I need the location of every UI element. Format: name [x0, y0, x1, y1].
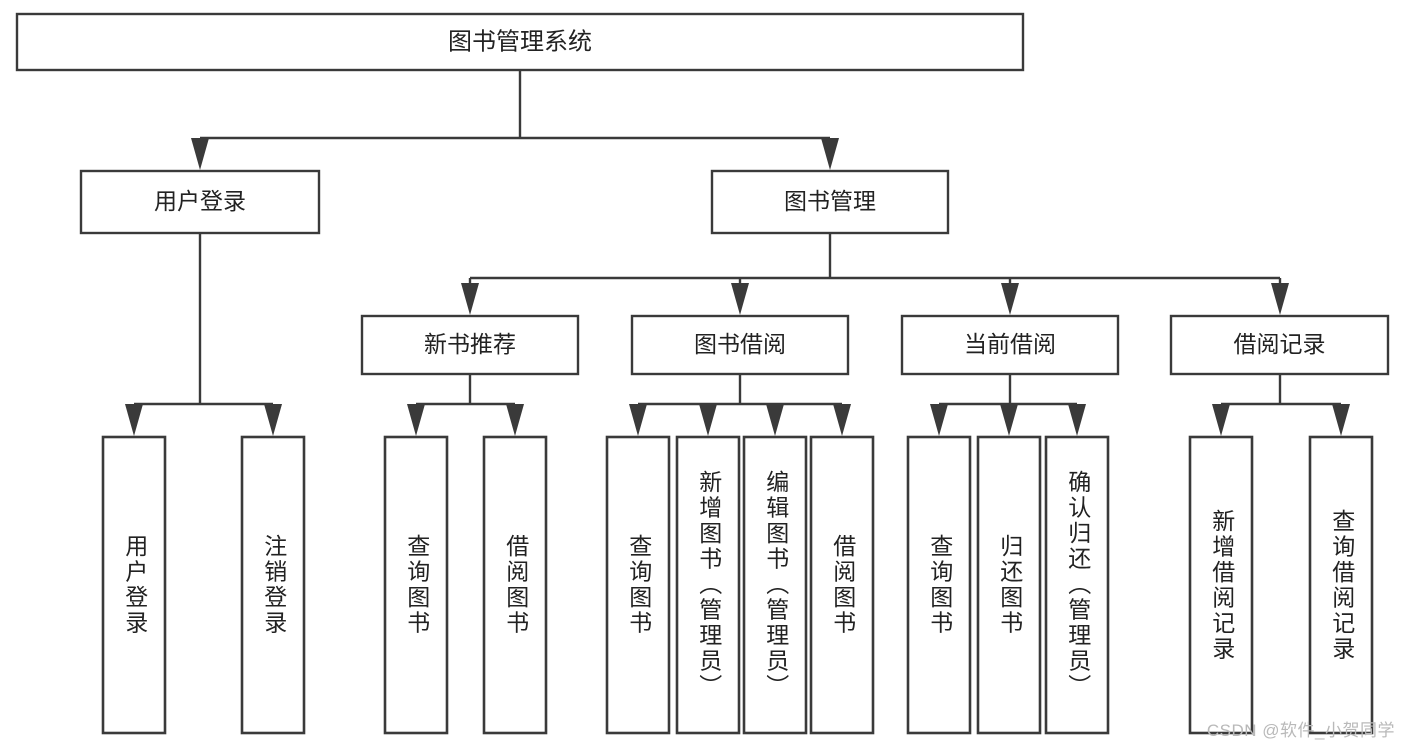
node-box [710, 169, 950, 235]
node-box [383, 435, 449, 735]
node-box [1044, 435, 1110, 735]
node-label: 当前借阅 [964, 331, 1056, 357]
node-leaf-confirm-return[interactable] [1044, 435, 1110, 735]
node-box [742, 435, 808, 735]
arrowhead-icon [191, 138, 209, 170]
node-leaf-logout[interactable] [240, 435, 306, 735]
arrowhead-icon [930, 404, 948, 436]
node-box [1188, 435, 1254, 735]
node-box [675, 435, 741, 735]
arrowhead-icon [407, 404, 425, 436]
node-label: 借阅记录 [1234, 331, 1326, 357]
node-box [900, 314, 1120, 376]
node-leaf-add-record[interactable] [1188, 435, 1254, 735]
node-leaf-edit-book[interactable] [742, 435, 808, 735]
node-label: 图书借阅 [694, 331, 786, 357]
arrowhead-layer [125, 138, 1350, 436]
node-label: 图书管理 [784, 188, 876, 214]
node-label: 新书推荐 [424, 331, 516, 357]
node-box [630, 314, 850, 376]
node-new-book-recommend[interactable]: 新书推荐 [360, 314, 580, 376]
arrowhead-icon [731, 283, 749, 315]
node-book-manage[interactable]: 图书管理 [710, 169, 950, 235]
node-box [240, 435, 306, 735]
node-box [605, 435, 671, 735]
node-user-login[interactable]: 用户登录 [79, 169, 321, 235]
arrowhead-icon [1000, 404, 1018, 436]
node-root[interactable]: 图书管理系统 [15, 12, 1025, 72]
csdn-watermark: CSDN @软件_小贺同学 [1206, 721, 1395, 740]
node-label: 用户登录 [154, 188, 246, 214]
node-leaf-query-book-1[interactable] [383, 435, 449, 735]
node-leaf-query-book-3[interactable] [906, 435, 972, 735]
node-box [15, 12, 1025, 72]
node-box [482, 435, 548, 735]
node-box [809, 435, 875, 735]
arrowhead-icon [506, 404, 524, 436]
node-box [906, 435, 972, 735]
node-leaf-query-book-2[interactable] [605, 435, 671, 735]
arrowhead-icon [833, 404, 851, 436]
arrowhead-icon [766, 404, 784, 436]
arrowhead-icon [1001, 283, 1019, 315]
node-box [101, 435, 167, 735]
arrowhead-icon [264, 404, 282, 436]
node-leaf-return-book[interactable] [976, 435, 1042, 735]
node-borrow-record[interactable]: 借阅记录 [1169, 314, 1390, 376]
arrowhead-icon [125, 404, 143, 436]
arrowhead-icon [1212, 404, 1230, 436]
node-box [1308, 435, 1374, 735]
node-box [79, 169, 321, 235]
arrowhead-icon [821, 138, 839, 170]
node-leaf-borrow-book-2[interactable] [809, 435, 875, 735]
node-leaf-borrow-book-1[interactable] [482, 435, 548, 735]
arrowhead-icon [461, 283, 479, 315]
node-box [360, 314, 580, 376]
node-leaf-user-login[interactable] [101, 435, 167, 735]
node-box [1169, 314, 1390, 376]
arrowhead-icon [1068, 404, 1086, 436]
node-current-borrow[interactable]: 当前借阅 [900, 314, 1120, 376]
arrowhead-icon [1271, 283, 1289, 315]
node-box [976, 435, 1042, 735]
arrowhead-icon [1332, 404, 1350, 436]
node-leaf-query-record[interactable] [1308, 435, 1374, 735]
node-label: 图书管理系统 [448, 28, 592, 55]
arrowhead-icon [629, 404, 647, 436]
arrowhead-icon [699, 404, 717, 436]
node-book-borrow[interactable]: 图书借阅 [630, 314, 850, 376]
node-leaf-add-book[interactable] [675, 435, 741, 735]
